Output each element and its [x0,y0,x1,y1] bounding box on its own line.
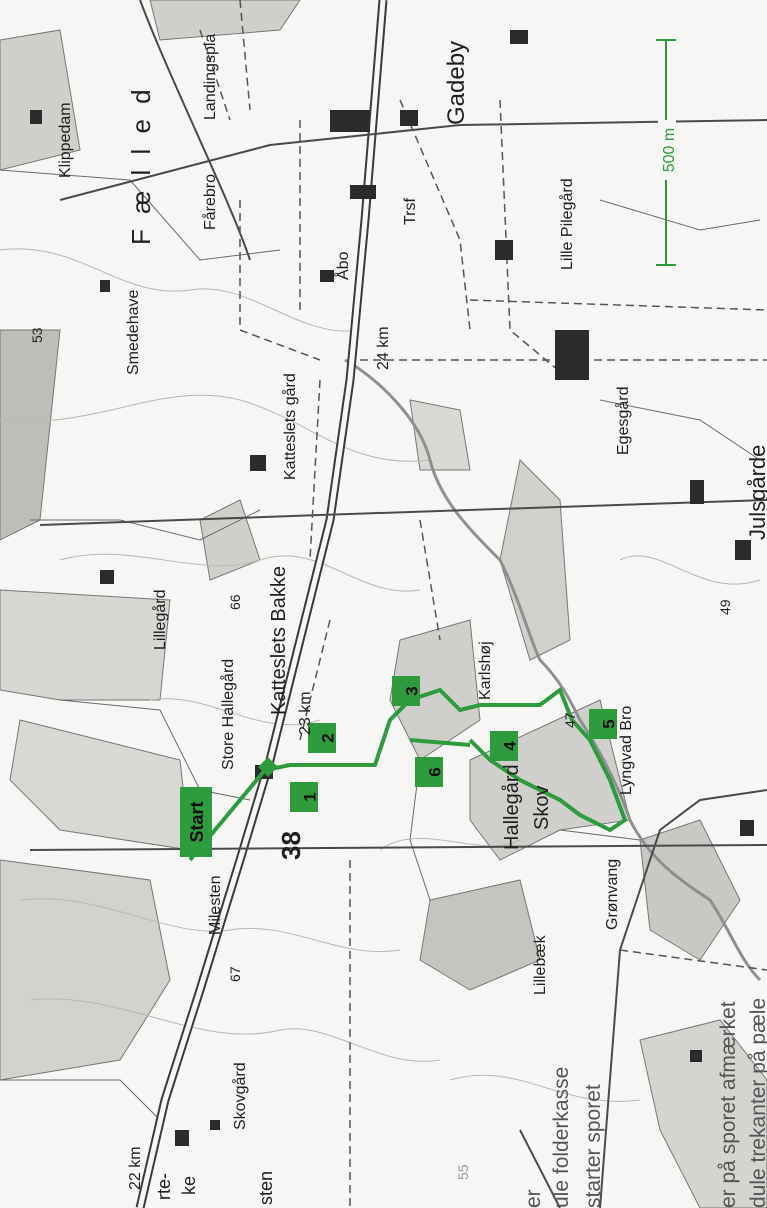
height-67: 67 [227,966,243,982]
caption-line-3: starter sporet [582,1084,605,1208]
scale-bar: 500 m [656,39,678,266]
stream [344,358,762,982]
label-katteslets-bakke: Katteslets Bakke [268,566,290,715]
route-start-marker[interactable] [258,757,278,777]
walking-route[interactable] [188,686,628,862]
label-lillegaard: Lillegård [151,590,169,650]
label-trsf: Trsf [402,197,419,225]
label-faerebro: Fårebro [201,174,219,230]
label-egesgaard: Egesgård [614,387,632,456]
waypoint-5-label: 5 [599,719,618,728]
label-lille-pilegaard: Lille Pilegård [558,178,576,270]
label-klippedam: Klippedam [57,102,74,178]
start-label[interactable]: Start [180,787,212,857]
height-66: 66 [227,594,243,610]
label-edge-a: rte- [154,1173,174,1200]
label-store-hallegaard: Store Hallegård [219,659,237,770]
scale-bar-label: 500 m [661,128,678,172]
caption-line-5: dule trekanter på pæle [747,998,767,1208]
label-groenvang: Grønvang [604,859,621,930]
height-55: 55 [455,1164,471,1180]
label-smedehave: Smedehave [125,290,142,375]
label-lyngvad-bro: Lyngvad Bro [618,706,635,795]
road-km-23: 23 km [297,691,314,735]
secondary-roads [29,0,767,1208]
waypoint-4[interactable]: 4 [490,731,519,761]
road-km-24: 24 km [375,326,392,370]
road-km-22: 22 km [127,1146,144,1190]
label-lillebaek: Lillebæk [532,934,549,995]
label-edge-b: ke [179,1176,199,1195]
label-edge-c: sten [256,1171,276,1205]
tracks [199,0,767,1208]
label-hallegaard-skov-2: Skov [531,786,553,830]
label-katteslets-gaard: Katteslets gård [281,373,299,480]
road-38 [135,0,388,1208]
label-hallegaard-skov-1: Hallegård [501,764,523,850]
waypoint-3-label: 3 [402,686,421,695]
road-number: 38 [276,831,306,860]
contour-lines [0,248,761,1102]
label-julsgaarde: Julsgårde [745,445,767,540]
waypoint-6-label: 6 [425,767,444,776]
label-faelled: F æ l l e d [126,85,156,245]
road-labels: 38 22 km 23 km 24 km [127,326,392,1190]
place-labels: Klippedam F æ l l e d Landingspla Gadeby… [57,34,767,1205]
caption-line-2: ule folderkasse [550,1067,573,1208]
waypoint-1[interactable]: 1 [290,782,319,812]
label-milesten: Milesten [207,875,224,935]
spot-heights: 53 66 67 47 49 55 [29,327,733,1180]
waypoint-3[interactable]: 3 [392,676,421,706]
start-label-text: Start [187,801,207,842]
height-53: 53 [29,327,45,343]
waypoint-1-label: 1 [300,792,319,801]
waypoint-6[interactable]: 6 [415,757,444,787]
label-skovgaard: Skovgård [231,1062,249,1130]
caption-line-4: er på sporet afmærket [717,1001,740,1208]
label-abo: Åbo [333,251,352,280]
height-49: 49 [717,599,733,615]
waypoint-2-label: 2 [318,733,337,742]
waypoint-4-label: 4 [500,741,519,751]
label-karlshoej: Karlshøj [477,641,494,700]
label-landingsplads: Landingspla [202,34,219,120]
waypoint-2[interactable]: 2 [308,723,337,753]
waypoint-5[interactable]: 5 [589,709,618,739]
height-47: 47 [562,712,578,728]
caption-line-1: er [522,1189,545,1208]
label-gadeby: Gadeby [443,41,470,125]
caption: er ule folderkasse starter sporet er på … [522,998,767,1208]
road-38-fill [137,0,386,1208]
